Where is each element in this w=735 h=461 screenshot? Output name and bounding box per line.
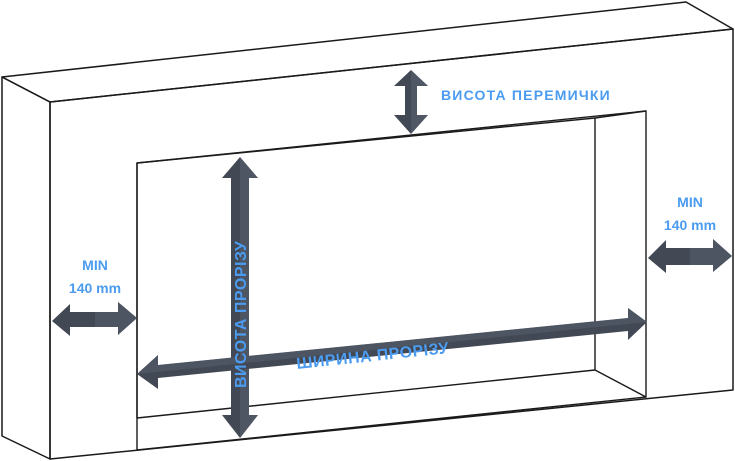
opening	[136, 110, 647, 451]
opening-outer-contour	[136, 110, 647, 451]
opening-depth-right-bottom	[594, 369, 647, 398]
opening-height-label: ВИСОТА ПРОРІЗУ	[233, 240, 250, 388]
left-min-label: MIN	[82, 257, 108, 273]
right-min-arrow	[648, 239, 732, 273]
right-min-label: MIN	[677, 194, 703, 210]
right-min-value-label: 140 mm	[664, 217, 716, 233]
lintel-height-label: ВИСОТА ПЕРЕМИЧКИ	[441, 87, 611, 103]
lintel-height-arrow	[394, 70, 428, 134]
left-min-value-label: 140 mm	[69, 280, 121, 296]
left-min-arrow	[52, 302, 137, 336]
wall-left-face	[1, 76, 51, 460]
wall-front-face	[49, 28, 734, 460]
opening-width-arrow	[137, 308, 647, 389]
opening-depth-right-top	[594, 110, 647, 119]
wall-top-face	[1, 1, 734, 103]
